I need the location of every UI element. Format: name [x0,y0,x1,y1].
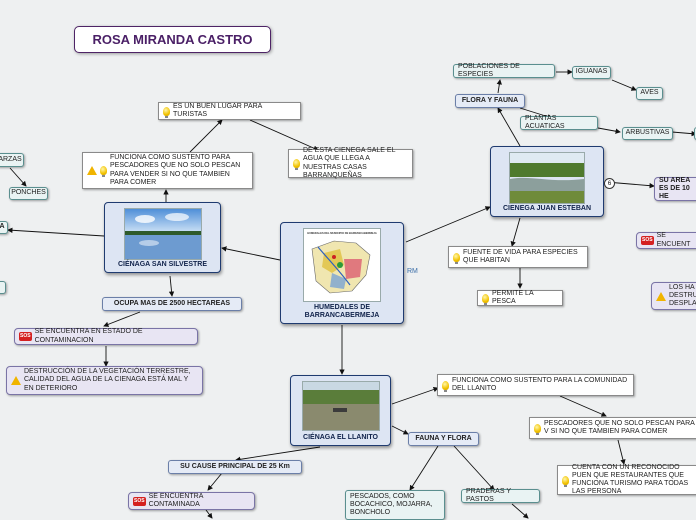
node-plantas-acuaticas[interactable]: PLANTAS ACUATICAS [520,115,598,130]
node-sustento-pescadores[interactable]: FUNCIONA COMO SUSTENTO PARA PESCADORES Q… [82,152,253,189]
cienega-juan-esteban-card[interactable]: CIENEGA JUAN ESTEBAN [490,146,604,217]
bulb-icon [482,293,489,305]
node-turistas[interactable]: ES UN BUEN LUGAR PARA TURISTAS [158,102,301,120]
cienega-juan-esteban-label: CIENEGA JUAN ESTEBAN [502,204,592,212]
node-ocupa[interactable]: OCUPA MAS DE 2500 HECTAREAS [102,297,242,311]
node-ponches[interactable]: PONCHES [9,187,48,200]
node-permite-pesca[interactable]: PERMITE LA PESCA [477,290,563,306]
node-area[interactable]: SU AREA ES DE 10 HE [654,177,696,201]
rm-label: RM [407,268,418,275]
author-title: ROSA MIRANDA CASTRO [74,26,271,53]
node-right-edge [694,127,696,140]
map-title: HUMEDALES DEL MUNICIPIO DE BARRANCABERME… [307,231,377,235]
node-contaminada-ll[interactable]: SOS SE ENCUENTRA CONTAMINADA [128,492,255,510]
llanito-photo [301,381,380,431]
warning-icon [11,376,21,385]
bulb-icon [562,475,569,487]
edge-central-ssilvestre [221,246,281,261]
lake-photo [123,208,202,260]
node-destruccion[interactable]: DESTRUCCIÓN DE LA VEGETACIÓN TERRESTRE, … [6,366,203,395]
bulb-icon [100,166,107,177]
central-label: HUMEDALES DE BARRANCABERMEJA [304,303,380,319]
cienaga-san-silvestre-label: CIÉNAGA SAN SILVESTRE [117,260,208,268]
node-garzas[interactable]: ARZAS [0,153,24,167]
node-fuente-vida[interactable]: FUENTE DE VIDA PARA ESPECIES QUE HABITAN [448,246,588,268]
bulb-icon [163,106,170,118]
node-fauna-flora-ll[interactable]: FAUNA Y FLORA [408,432,479,446]
node-contaminacion-ss[interactable]: SOS SE ENCUENTRA EN ESTADO DE CONTAMINAC… [14,328,198,345]
node-iguanas[interactable]: IGUANAS [572,66,611,79]
node-restaurantes[interactable]: CUENTA CON UN RECONOCIDO PUEN QUE RESTAU… [557,464,696,495]
node-cause[interactable]: SU CAUSE PRINCIPAL DE 25 Km [168,460,302,474]
bulb-icon [442,380,449,392]
node-habitantes[interactable]: LOS HA DESTRU DESPLA [651,282,696,310]
node-left-edge [0,281,6,294]
cienaga-el-llanito-label: CIÉNAGA EL LLANITO [303,433,378,441]
cienaga-el-llanito-card[interactable]: CIÉNAGA EL LLANITO [290,375,391,446]
central-card[interactable]: HUMEDALES DEL MUNICIPIO DE BARRANCABERME… [280,222,404,324]
node-sustento-comunidad[interactable]: FUNCIONA COMO SUSTENTO PARA LA COMUNIDAD… [437,374,634,396]
reference-icon: 6 [604,178,615,189]
sos-icon: SOS [133,496,146,506]
bulb-icon [534,423,541,435]
cienaga-san-silvestre-card[interactable]: CIÉNAGA SAN SILVESTRE [104,202,221,273]
edge-central-juan [405,206,491,243]
bulb-icon [453,252,460,264]
node-poblaciones[interactable]: POBLACIONES DE ESPECIES [453,63,555,78]
bulb-icon [293,159,300,170]
sos-icon: SOS [641,236,654,245]
node-aves[interactable]: AVES [636,87,663,100]
warning-icon [656,291,666,301]
node-contaminada-je[interactable]: SOS SE ENCUENT [636,232,696,249]
node-agua-casas[interactable]: DE ESTA CIENEGA SALE EL AGUA QUE LLEGA A… [288,147,413,179]
node-flora-fauna-je[interactable]: FLORA Y FAUNA [455,94,525,108]
municipality-map: HUMEDALES DEL MUNICIPIO DE BARRANCABERME… [303,228,381,302]
node-pescadores-ll[interactable]: PESCADORES QUE NO SOLO PESCAN PARA V SI … [529,417,696,439]
node-pescados[interactable]: PESCADOS, COMO BOCACHICO, MOJARRA, BONCH… [345,490,445,520]
node-arbustivas[interactable]: ARBUSTIVAS [622,127,673,140]
node-left-a[interactable]: A [0,221,8,234]
warning-icon [87,166,97,175]
sos-icon: SOS [19,332,32,341]
swamp-photo [509,152,585,204]
node-praderas[interactable]: PRADERAS Y PASTOS [461,488,540,503]
